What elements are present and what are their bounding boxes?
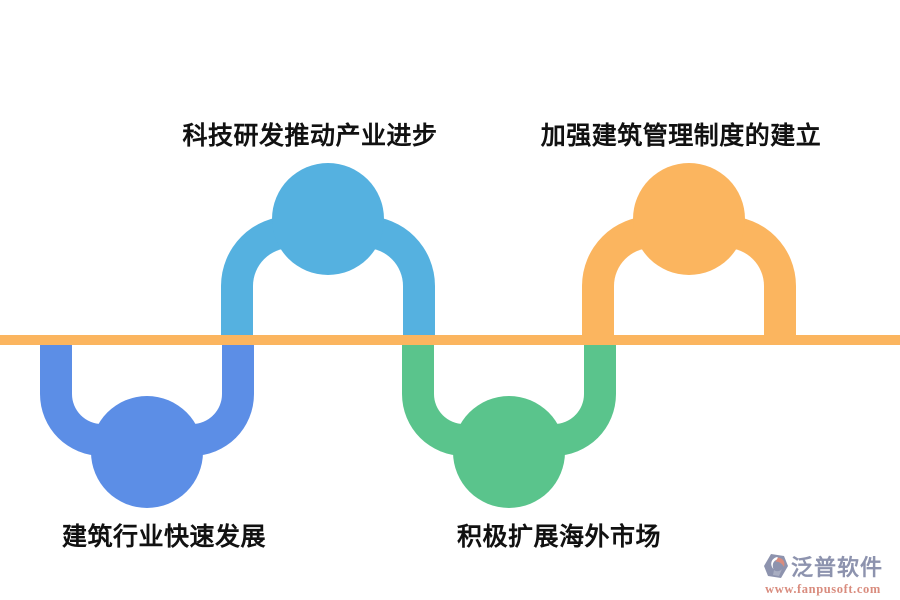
timeline-baseline	[0, 335, 900, 345]
node-label: 建筑行业快速发展	[61, 523, 267, 551]
node-circle	[453, 396, 565, 508]
watermark-url: www.fanpusoft.com	[765, 582, 881, 596]
node-circle	[272, 163, 384, 275]
watermark: 泛普软件 www.fanpusoft.com	[763, 550, 883, 597]
node-circle	[633, 163, 745, 275]
fanpu-swirl-logo-icon	[763, 553, 789, 579]
node-label: 科技研发推动产业进步	[182, 122, 438, 150]
node-label: 积极扩展海外市场	[456, 523, 662, 551]
watermark-brand: 泛普软件	[791, 555, 884, 580]
node-circle	[91, 396, 203, 508]
node-label: 加强建筑管理制度的建立	[540, 122, 822, 150]
